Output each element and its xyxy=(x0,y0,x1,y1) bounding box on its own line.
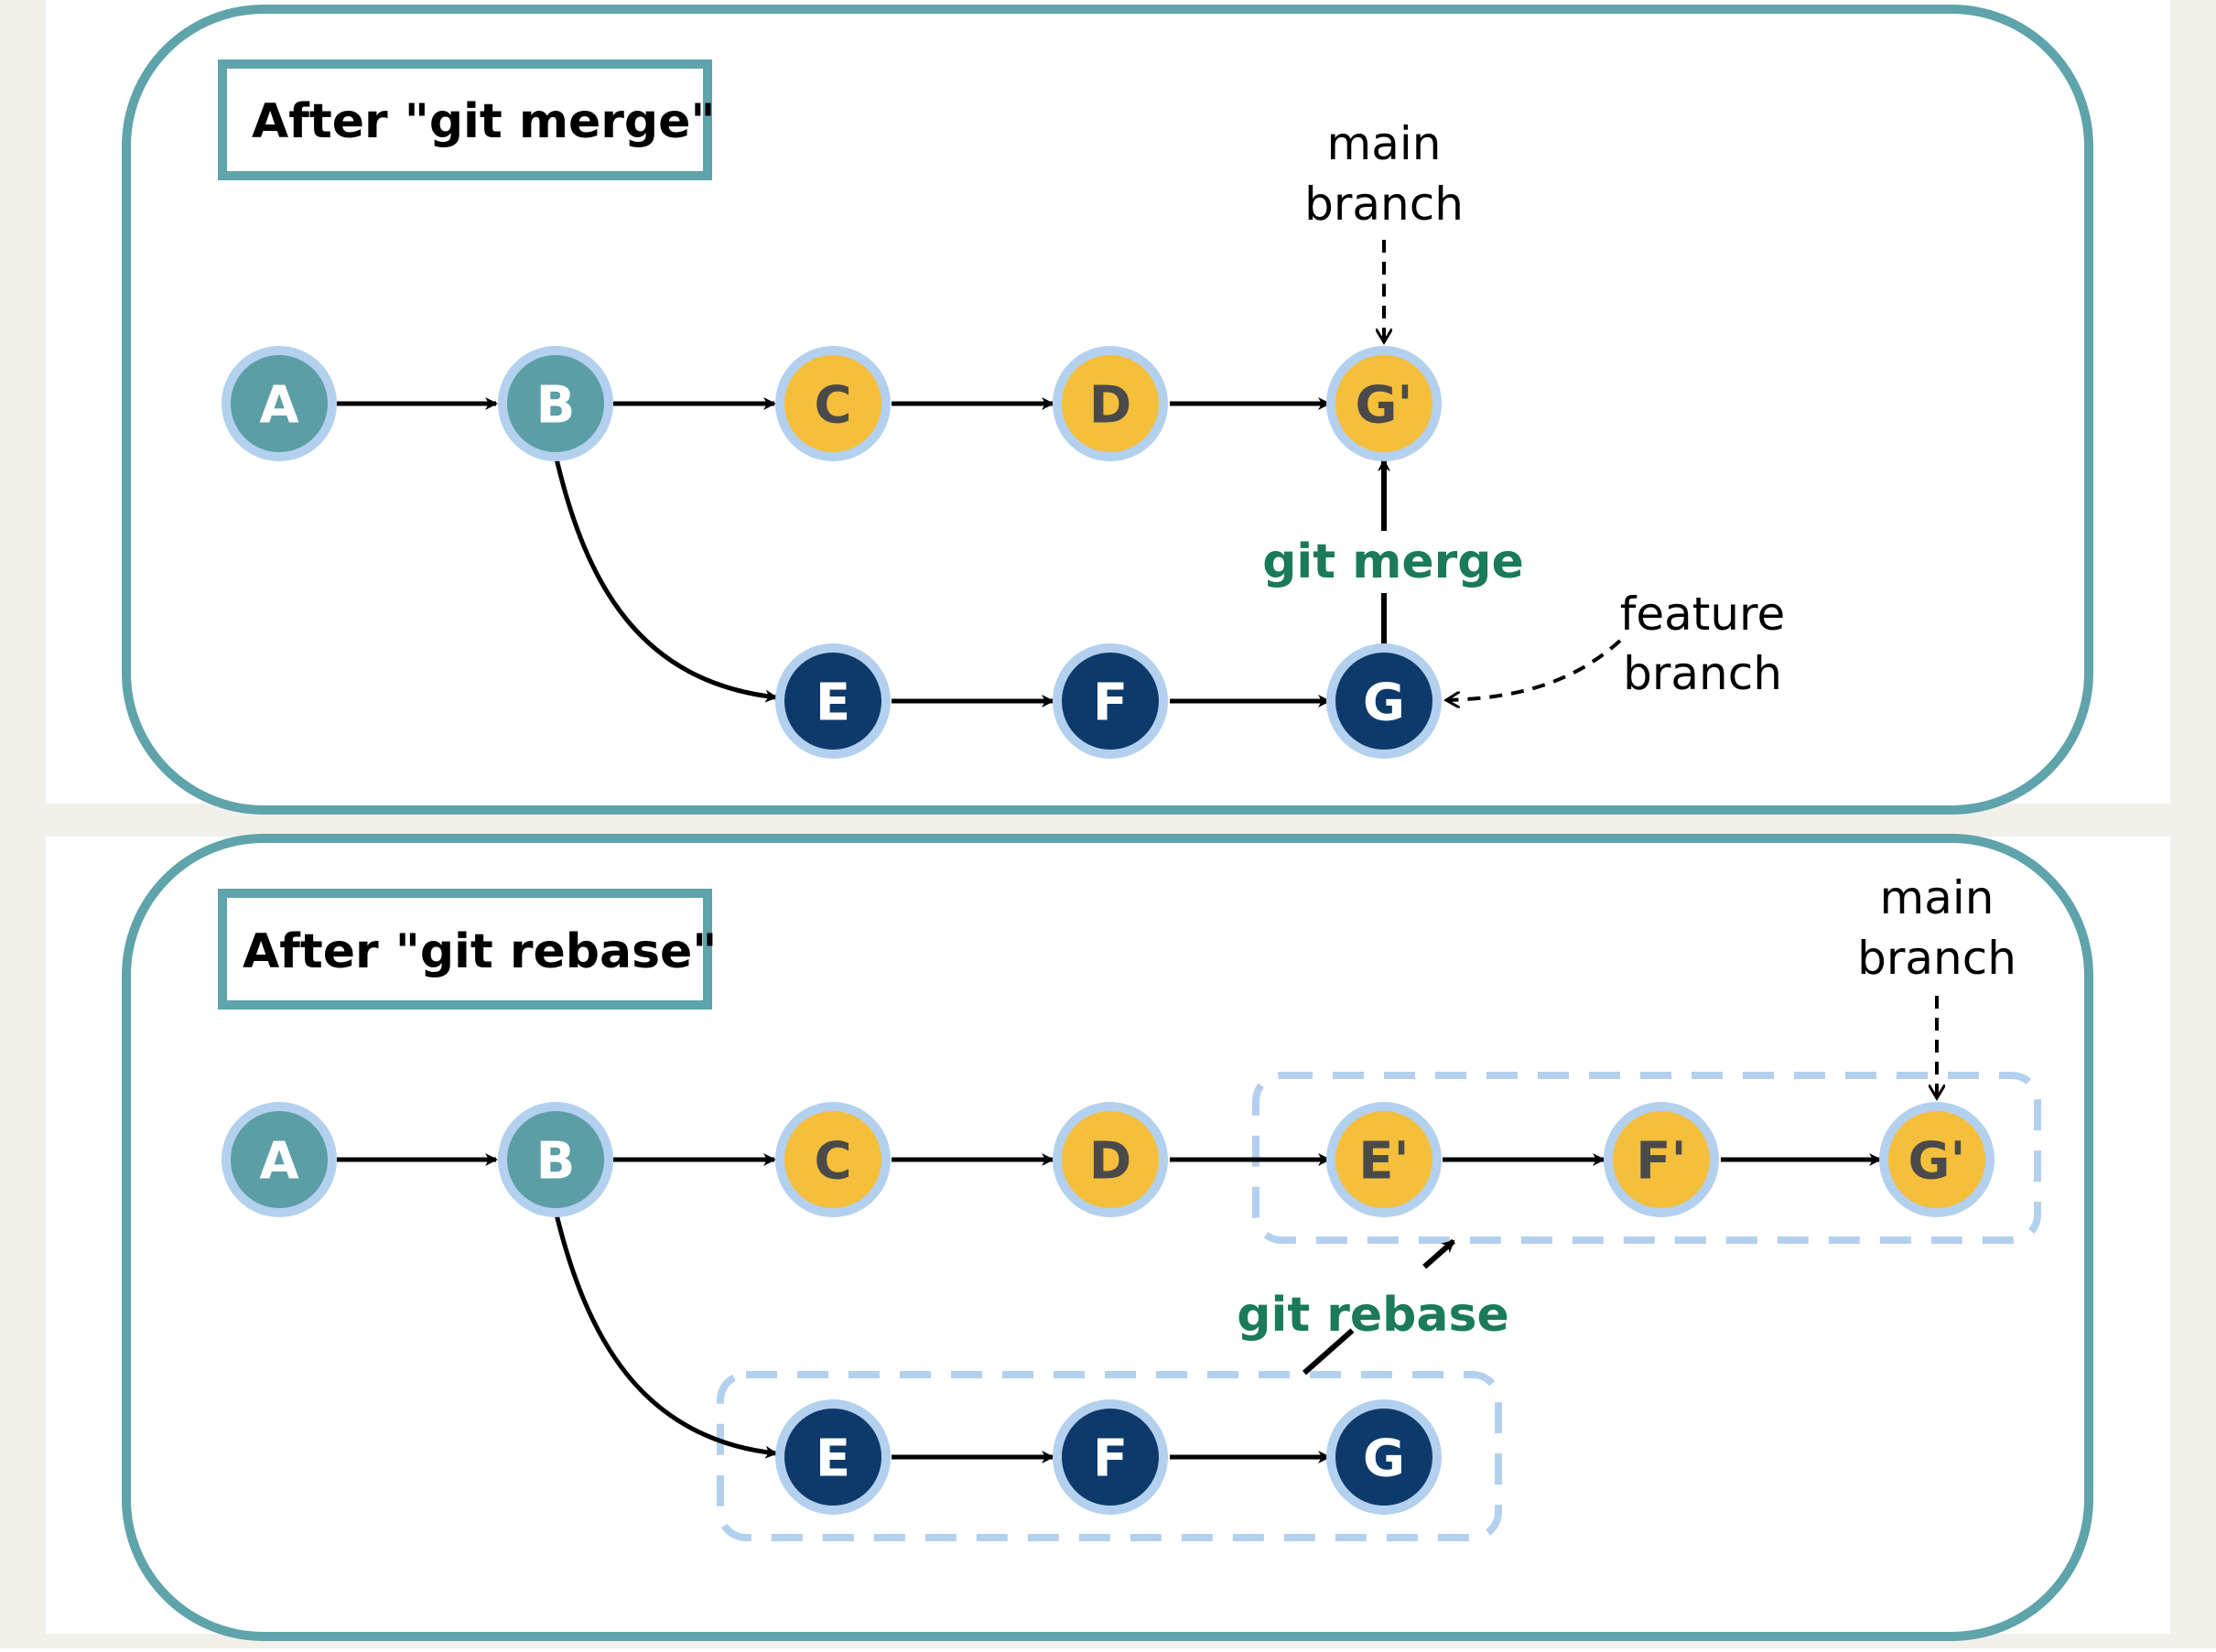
merge-node-c-label: C xyxy=(814,376,851,436)
merge-node-g-prime: G' xyxy=(1326,346,1442,461)
rebase-main-branch-label-line2: branch xyxy=(1857,932,2016,985)
rebase-node-c: C xyxy=(775,1102,891,1217)
rebase-node-b-label: B xyxy=(536,1132,576,1192)
rebase-node-e-label: E xyxy=(816,1430,850,1489)
rebase-node-g-label: G xyxy=(1363,1430,1405,1489)
rebase-node-g-prime-label: G' xyxy=(1908,1132,1965,1192)
merge-node-g-label: G xyxy=(1363,674,1405,733)
merge-node-g-prime-label: G' xyxy=(1355,376,1412,436)
rebase-node-d: D xyxy=(1053,1102,1168,1217)
rebase-node-c-label: C xyxy=(814,1132,851,1192)
merge-node-d-label: D xyxy=(1089,376,1131,436)
rebase-node-a: A xyxy=(222,1102,337,1217)
rebase-move-arrow xyxy=(1303,1238,1455,1376)
merge-node-f-label: F xyxy=(1093,674,1128,733)
rebase-node-g-prime: G' xyxy=(1879,1102,1994,1217)
rebase-title-box xyxy=(218,889,712,1010)
merge-command-label: git merge xyxy=(1262,534,1524,589)
rebase-node-e-prime-label: E' xyxy=(1358,1132,1409,1192)
rebase-node-f: F xyxy=(1053,1399,1168,1515)
rebase-node-b: B xyxy=(498,1102,613,1217)
rebase-node-d-label: D xyxy=(1089,1132,1131,1192)
rebase-command-label: git rebase xyxy=(1237,1288,1508,1343)
merge-main-branch-label-line2: branch xyxy=(1304,178,1464,231)
merge-node-a-label: A xyxy=(259,376,299,436)
merge-panel: After "git merge" main branch feature br… xyxy=(122,5,2093,815)
merge-feature-branch-pointer xyxy=(1446,639,1622,700)
page-background-right-strip xyxy=(2170,0,2216,1648)
merge-title-box xyxy=(218,59,712,180)
rebase-edge-b-e xyxy=(553,1210,778,1459)
merge-feature-branch-label-line1: feature xyxy=(1620,588,1786,641)
rebase-title: After "git rebase" xyxy=(243,924,717,979)
merge-node-a: A xyxy=(222,346,337,461)
rebase-node-e-prime: E' xyxy=(1326,1102,1442,1217)
page-background-left-strip xyxy=(0,0,46,1648)
rebase-panel-frame xyxy=(122,834,2093,1641)
rebase-node-g: G xyxy=(1326,1399,1442,1515)
rebase-node-f-label: F xyxy=(1093,1430,1128,1489)
merge-title: After "git merge" xyxy=(252,94,716,149)
original-feature-commits-group xyxy=(717,1371,1502,1541)
merge-node-b-label: B xyxy=(536,376,576,436)
rebase-main-branch-label-line1: main xyxy=(1880,871,1994,924)
merge-node-c: C xyxy=(775,346,891,461)
rebase-node-a-label: A xyxy=(259,1132,299,1192)
merge-node-b: B xyxy=(498,346,613,461)
merge-node-e: E xyxy=(775,643,891,759)
rebase-node-f-prime: F' xyxy=(1604,1102,1719,1217)
rebase-node-e: E xyxy=(775,1399,891,1515)
merge-node-f: F xyxy=(1053,643,1168,759)
merge-node-d: D xyxy=(1053,346,1168,461)
merge-feature-branch-label-line2: branch xyxy=(1623,647,1782,700)
merge-node-e-label: E xyxy=(816,674,850,733)
merge-node-g: G xyxy=(1326,643,1442,759)
merge-edge-b-e xyxy=(553,454,778,703)
merge-main-branch-label-line1: main xyxy=(1327,117,1442,170)
rebase-panel: After "git rebase" main branch git rebas… xyxy=(122,834,2093,1641)
rebase-node-f-prime-label: F' xyxy=(1636,1132,1686,1192)
